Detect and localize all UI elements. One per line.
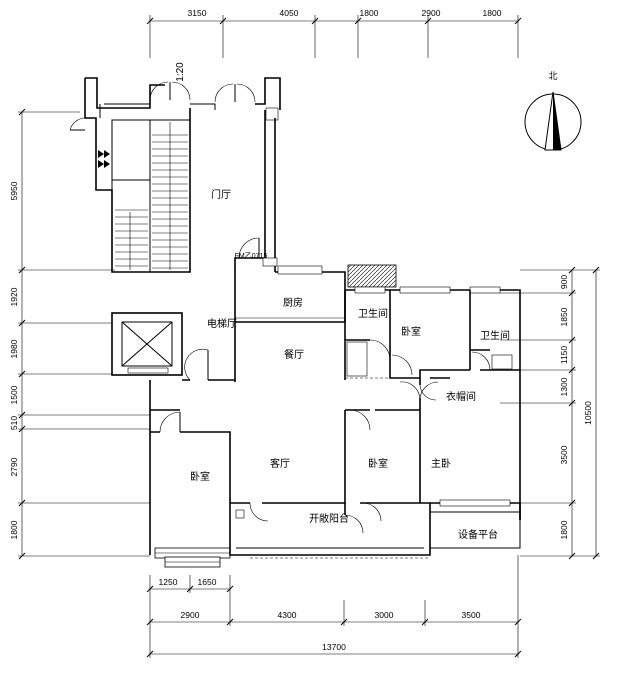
left-dimension-line — [18, 108, 150, 560]
room-label-balcony: 开敞阳台 — [309, 512, 349, 525]
apartment-walls — [111, 264, 521, 568]
left-dim-3: 1980 — [9, 339, 19, 358]
left-dim-5: 510 — [9, 416, 19, 430]
window-dim-1: 1250 — [159, 577, 178, 587]
top-dim-1: 3150 — [188, 8, 207, 18]
bottom-dimension-lines — [146, 555, 522, 658]
top-dim-4: 2900 — [422, 8, 441, 18]
room-label-closet: 衣帽间 — [446, 390, 476, 403]
room-label-bedroom-2: 卧室 — [190, 470, 210, 483]
north-label: 北 — [548, 71, 557, 82]
left-dim-1: 5950 — [9, 181, 19, 200]
right-dim-total: 10500 — [583, 401, 593, 425]
room-label-bedroom-3: 卧室 — [368, 457, 388, 470]
scale-label: 1:20 — [175, 62, 186, 82]
room-label-platform: 设备平台 — [458, 528, 498, 541]
door-code-label: FM乙0715 — [235, 252, 268, 260]
room-label-kitchen: 厨房 — [283, 296, 303, 309]
right-dim-6: 1800 — [559, 520, 569, 539]
room-label-bathroom-2: 卫生间 — [480, 329, 510, 342]
bottom-dim-total: 13700 — [322, 642, 346, 652]
room-label-bathroom-1: 卫生间 — [358, 307, 388, 320]
left-dim-7: 1800 — [9, 520, 19, 539]
north-arrow-icon — [524, 91, 582, 151]
room-label-elevator-hall: 电梯厅 — [207, 317, 237, 330]
bottom-dim-3: 3000 — [375, 610, 394, 620]
right-dimension-lines — [500, 266, 600, 560]
room-label-living: 客厅 — [270, 457, 290, 470]
bottom-dim-1: 2900 — [181, 610, 200, 620]
bottom-dim-2: 4300 — [278, 610, 297, 620]
right-dim-1: 900 — [559, 275, 569, 289]
room-label-bedroom-1: 卧室 — [401, 325, 421, 338]
left-dim-6: 2790 — [9, 457, 19, 476]
right-dim-3: 1150 — [559, 346, 569, 365]
left-dim-4: 1500 — [9, 385, 19, 404]
left-dim-2: 1920 — [9, 287, 19, 306]
top-dimension-line — [146, 15, 522, 58]
window-dim-2: 1650 — [198, 577, 217, 587]
room-label-master: 主卧 — [431, 457, 451, 470]
right-dim-2: 1850 — [559, 307, 569, 326]
top-dim-5: 1800 — [483, 8, 502, 18]
room-label-lobby: 门厅 — [211, 188, 231, 201]
right-dim-4: 1300 — [559, 377, 569, 396]
entry-double-door — [149, 77, 281, 121]
stair-core-walls — [69, 77, 191, 273]
right-dim-5: 3500 — [559, 445, 569, 464]
bottom-dim-4: 3500 — [462, 610, 481, 620]
room-label-dining: 餐厅 — [284, 348, 304, 361]
top-dim-3: 1800 — [360, 8, 379, 18]
top-dim-2: 4050 — [280, 8, 299, 18]
lobby-walls — [234, 110, 278, 272]
